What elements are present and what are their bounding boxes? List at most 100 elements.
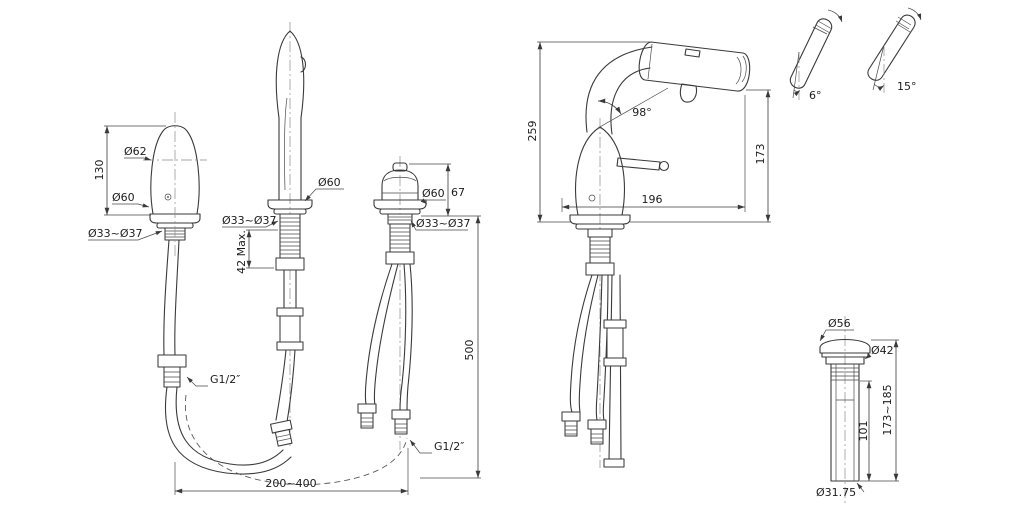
dim-42max-label: 42 Max. [235,230,248,274]
sprayer-shank [387,213,413,225]
handle-hose-left-edge [163,239,170,356]
handle-logo-dot [167,196,169,198]
handle-hose-loop-inner [175,386,284,466]
spout-mounting-nut [275,257,305,271]
spout-hose-left-edge [275,349,287,421]
side-shank [587,228,613,238]
side-neck-inner [610,67,651,135]
dim-101-label: 101 [857,421,870,442]
handle-body-outline [150,125,200,215]
connector-threads [276,434,291,442]
handle-hose-loop-outer [164,386,292,475]
coupler-body [279,315,301,343]
handle-hose-connector [157,354,187,388]
faucet-side-view: 98° 259 173 196 [526,41,771,468]
spout-body-highlight [284,97,288,191]
handle-front-view: 130 Ø62 Ø60 Ø33~Ø37 G1/2″ [88,112,408,486]
sprayer-head-outline [381,169,419,201]
tilt15-label: 15° [897,80,917,93]
pullout-head-outline [638,41,751,92]
dim-130-label: 130 [93,160,106,181]
side-hose-a-edge1 [569,274,593,413]
dia62-label: Ø62 [124,145,147,158]
side-tail-threads [590,240,610,258]
dia56-label: Ø56 [828,317,851,330]
coupler-bottom [276,341,304,351]
g12-handle-label: G1/2″ [210,373,240,386]
sprayer-hose-a-connector [357,403,377,429]
tilt6-head-details [812,20,833,35]
connector-threads [164,371,180,383]
g12-handle-leader [186,376,208,387]
spout-hose-connector [270,419,293,447]
dia56-leader [819,329,854,342]
connector-thread-body [590,428,604,445]
connector-threads [395,423,407,433]
weight-body [606,327,624,359]
angle-98-arc [597,98,622,115]
g12-sprayer-leader [409,439,432,454]
dia33-37-sprayer-leader [410,220,468,231]
tilt15-axis-line [872,44,885,91]
sprayer-hose-a-edge2 [373,263,399,407]
dim-259-label: 259 [526,121,539,142]
g12-sprayer-label: G1/2″ [434,440,464,453]
handle-hose-right-edge [174,239,180,356]
spout-front-view: 42 Max. Ø60 Ø33~Ø37 [222,22,344,447]
dim-173-label: 173 [754,144,767,165]
dia33-37-spout-label: Ø33~Ø37 [222,214,277,227]
sprayer-hose-b-edge2 [406,263,413,413]
connector-threads [361,417,373,427]
pullout-head-button [684,48,701,58]
sprayer-front-view: 67 Ø60 Ø33~Ø37 G1/2″ 500 200~400 [174,156,481,495]
tilt-view-15deg: 15° [867,7,922,93]
connector-thread-body [274,428,293,447]
side-lever-knob [658,160,670,172]
dim-67-label: 67 [451,186,465,199]
side-hose-b-connector [587,419,607,445]
dia33-37-sprayer-label: Ø33~Ø37 [416,217,471,230]
sprayer-tail-threads [390,227,410,249]
dia60-sprayer-leader [420,198,446,205]
dim-130-extension-lines [104,125,166,216]
side-hose-weight [603,319,627,367]
dim-42max-extension-lines [246,229,278,269]
dim-173-185-label: 173~185 [881,384,894,435]
sprayer-head-detail [382,176,418,194]
sprayer-shank-threads [388,216,412,221]
tilt15-head-outline [867,14,916,81]
sprayer-mounting-nut [385,251,415,265]
dim-259-extension-lines [537,41,651,223]
connector-threads [591,433,603,443]
connector-thread-body [394,418,408,435]
dia33-37-handle-leader [88,230,163,241]
dia60-spout-label: Ø60 [318,176,341,189]
dia31-75-leader [856,482,865,493]
dim-67-extension-lines [409,163,481,217]
side-body-logo [588,194,596,202]
tilt-view-6deg: 6° [789,9,843,102]
sprayer-hose-b-edge1 [399,263,407,411]
spout-outlet-nub [300,56,307,73]
dia31-75-label: Ø31.75 [816,486,856,499]
dim-spread-label: 200~400 [265,477,316,490]
connector-thread-body [564,420,578,437]
connector-nut [587,419,607,430]
dia60-spout-leader [304,188,344,202]
side-hose-a-connector [561,411,581,437]
tilt6-label: 6° [809,89,822,102]
handle-base-flange [149,213,201,224]
tilt6-angle-arc [793,89,801,97]
connector-nut [561,411,581,422]
connector-thread-body [360,412,374,429]
side-pullout-hose [608,274,622,462]
spout-body-outline [275,30,305,201]
handle-logo [164,193,172,201]
tilt6-rotation-arc [827,9,843,23]
dia33-37-spout-leader [222,220,279,228]
side-hose-b-edge1 [595,274,603,421]
pullout-head-details [647,43,747,85]
dia42-label: Ø42 [871,344,894,357]
